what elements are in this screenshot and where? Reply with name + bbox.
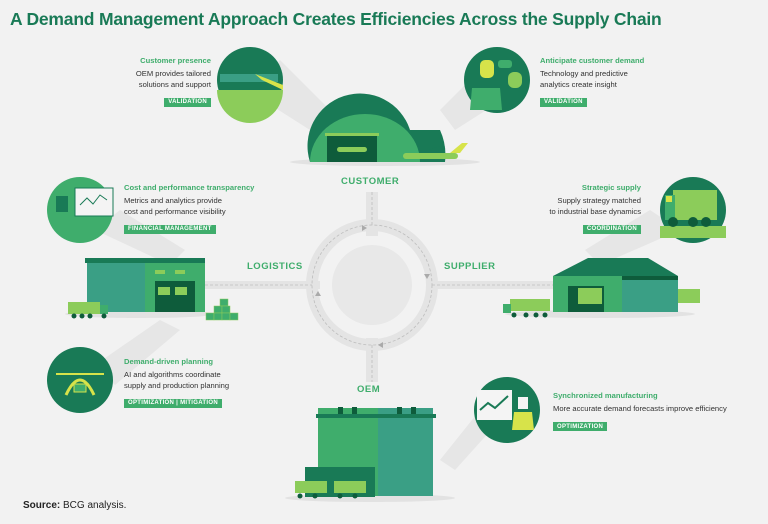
card-desc: solutions and support [138,79,211,89]
page-title: A Demand Management Approach Creates Eff… [10,9,662,29]
presentation-chart-icon [474,377,540,443]
card-title: Synchronized manufacturing [553,391,658,400]
tag-badge: OPTIMIZATION | MITIGATION [124,398,222,408]
factory-illustration [285,407,455,502]
card-anticipate-demand: Anticipate customer demand Technology an… [540,56,700,108]
arrow-icon [424,274,430,279]
card-desc: AI and algorithms coordinate [124,370,221,379]
node-label-customer: CUSTOMER [341,176,400,187]
hangar-illustration [290,93,480,166]
train-icon [217,47,283,123]
spotlight-cone [95,320,180,385]
arrow-icon [378,342,383,348]
card-cost-transparency: Cost and performance transparency Metric… [124,183,284,235]
card-strategic-supply: Strategic supply Supply strategy matched… [481,183,641,235]
card-desc: More accurate demand forecasts improve e… [553,404,727,413]
card-desc: supply and production planning [124,380,230,390]
card-title: Customer presence [140,56,211,65]
tag-badge: COORDINATION [582,224,641,234]
source-note: Source: BCG analysis. [23,500,126,511]
tag-badge: OPTIMIZATION [553,422,608,431]
tag-badge: VALIDATION [540,97,587,107]
arrow-icon [362,225,367,231]
arrow-icon [315,291,321,296]
roundabout [120,192,636,382]
node-label-supplier: SUPPLIER [444,261,496,272]
card-title: Anticipate customer demand [540,56,645,65]
tag-badge: VALIDATION [164,97,211,107]
card-title: Cost and performance transparency [124,183,255,192]
card-desc: to industrial base dynamics [549,206,641,216]
card-customer-presence: Customer presence OEM provides tailored … [71,56,211,108]
drone-icon [47,347,113,413]
spotlight-cone [95,210,185,265]
people-chat-icon [464,47,530,113]
card-desc: Metrics and analytics provide [124,196,222,205]
node-label-logistics: LOGISTICS [247,261,303,272]
truck-icon [660,177,726,243]
card-sync-manufacturing: Synchronized manufacturing More accurate… [553,391,763,433]
card-desc: Supply strategy matched [557,196,641,205]
tag-badge: FINANCIAL MANAGEMENT [124,224,216,234]
card-title: Demand-driven planning [124,357,214,366]
card-desc: cost and performance visibility [124,206,226,216]
boxes-icon [205,298,239,321]
analytics-monitor-icon [47,177,114,243]
card-demand-planning: Demand-driven planning AI and algorithms… [124,357,294,409]
card-title: Strategic supply [581,183,641,192]
source-text: BCG analysis. [63,500,127,511]
spotlight-cone [585,210,680,265]
card-desc: Technology and predictive [540,69,628,78]
node-label-oem: OEM [357,384,381,395]
card-desc: analytics create insight [540,79,617,89]
card-desc: OEM provides tailored [135,69,211,78]
source-label: Source: [23,500,61,511]
warehouse-illustration [65,258,239,321]
supplier-warehouse-illustration [503,258,700,318]
